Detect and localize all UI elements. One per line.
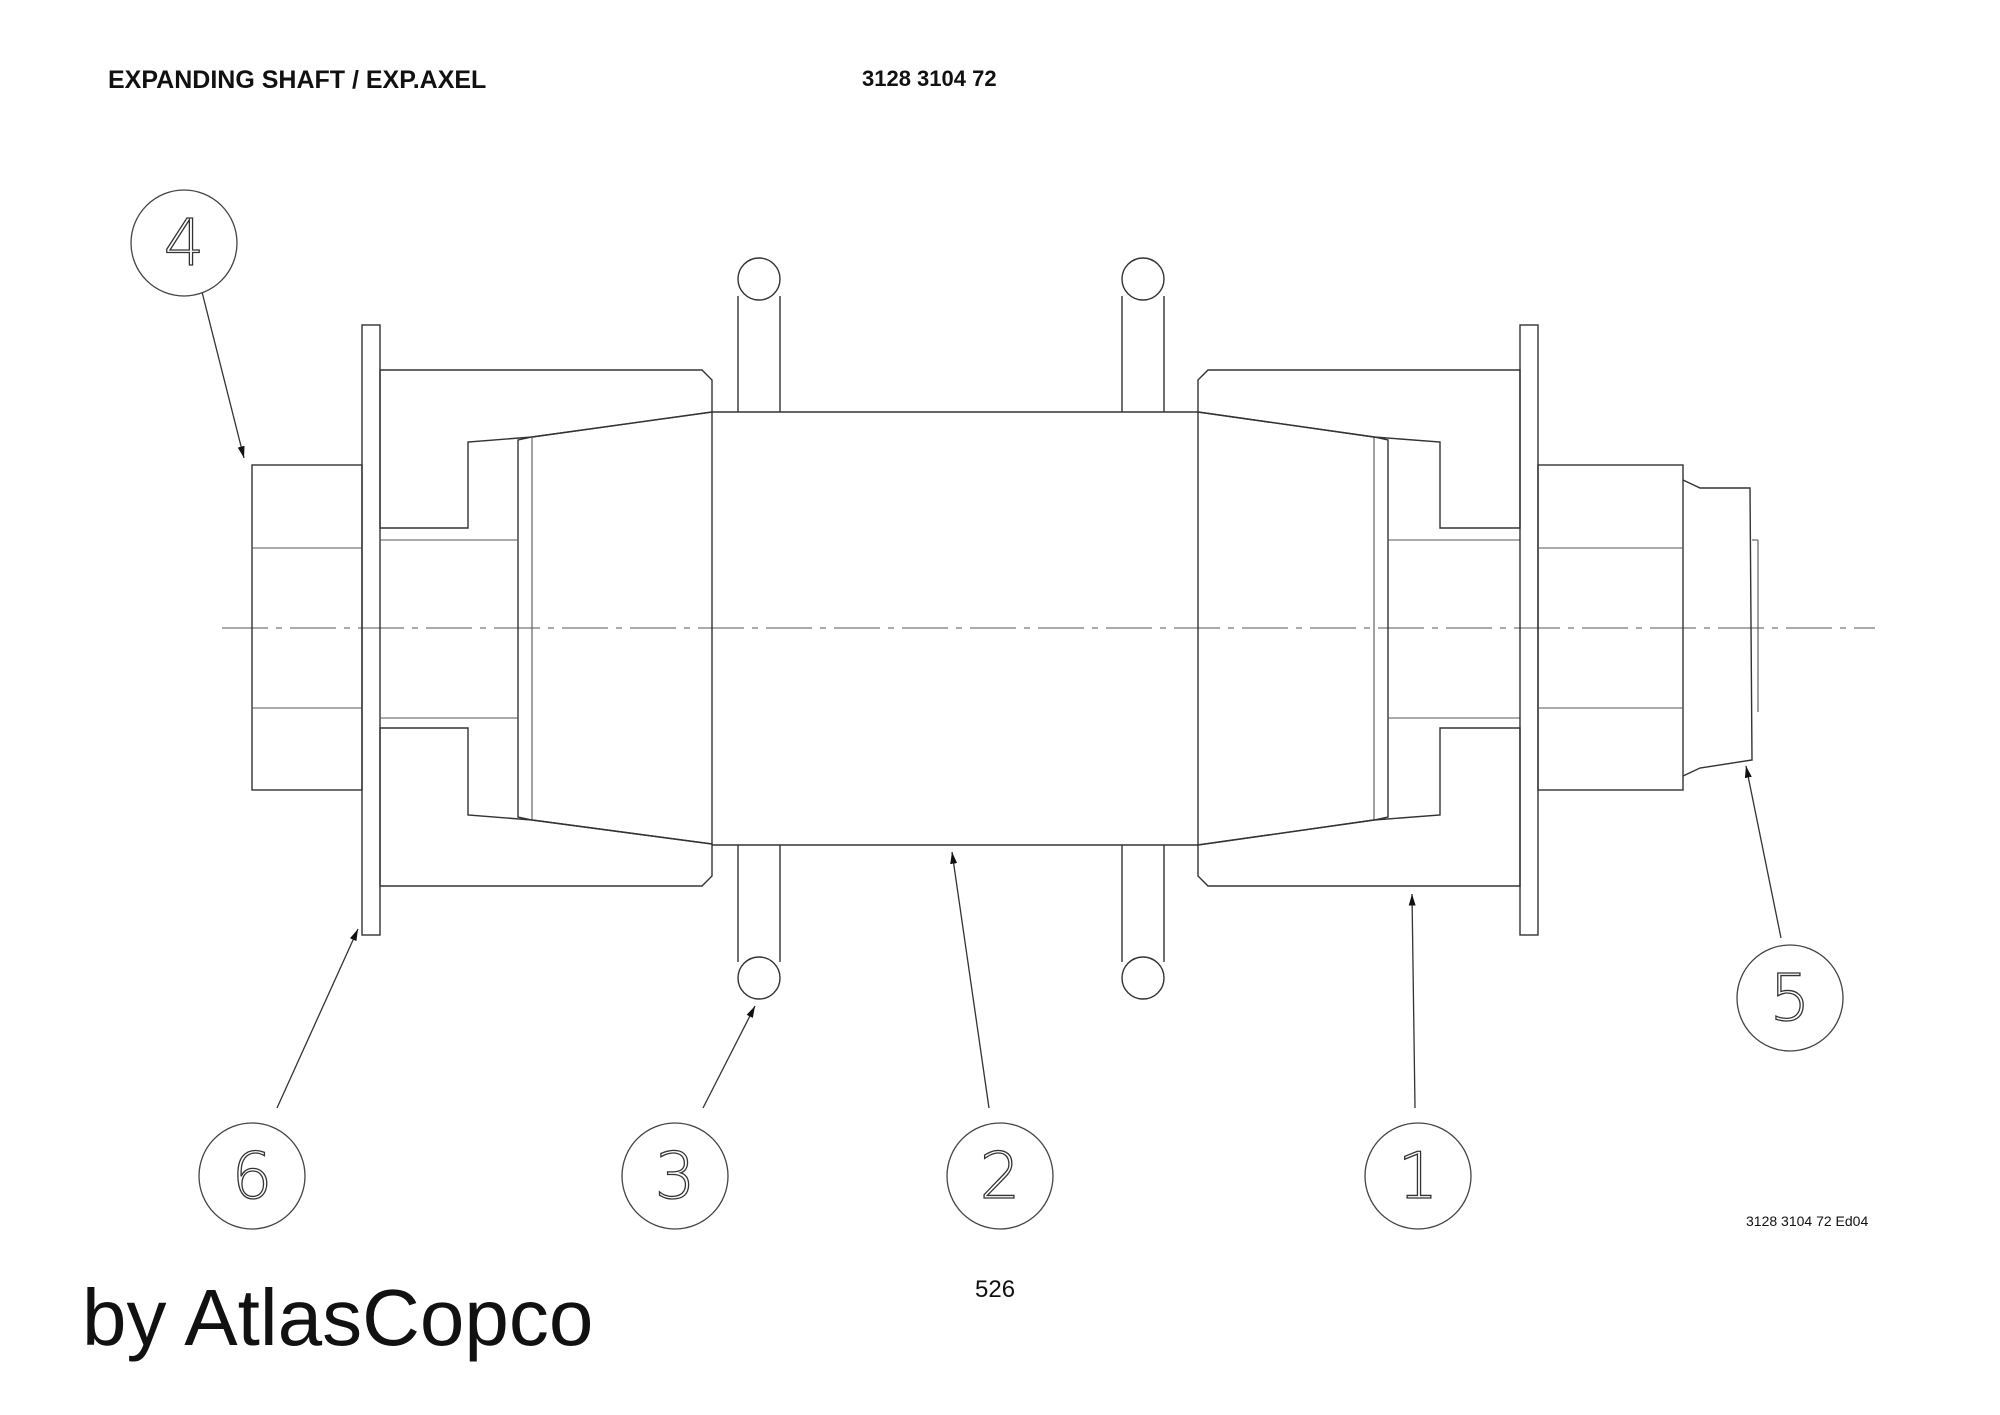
drawing-title: EXPANDING SHAFT / EXP.AXEL bbox=[108, 66, 487, 94]
central-shaft bbox=[712, 411, 1198, 846]
o-ring-right bbox=[1121, 257, 1165, 1000]
leader-1 bbox=[1408, 893, 1416, 1109]
left-flange bbox=[361, 324, 381, 936]
leader-lines bbox=[200, 287, 1782, 1109]
balloon-label-5: 5 bbox=[1770, 962, 1811, 1036]
balloon-6: 6 bbox=[198, 1122, 306, 1230]
balloon-label-4: 4 bbox=[164, 207, 205, 281]
leader-2 bbox=[950, 851, 990, 1109]
leader-4 bbox=[200, 287, 245, 459]
balloon-4: 4 bbox=[130, 189, 238, 297]
balloon-label-1: 1 bbox=[1398, 1140, 1439, 1214]
leader-3 bbox=[702, 1005, 756, 1109]
balloon-3: 3 bbox=[621, 1122, 729, 1230]
edition-code: 3128 3104 72 Ed04 bbox=[1746, 1213, 1869, 1229]
right-flange bbox=[1519, 324, 1539, 936]
part-number: 3128 3104 72 bbox=[862, 66, 997, 91]
balloon-label-6: 6 bbox=[232, 1140, 273, 1214]
balloon-1: 1 bbox=[1364, 1122, 1472, 1230]
balloon-label-3: 3 bbox=[655, 1140, 696, 1214]
o-ring-left bbox=[737, 257, 781, 1000]
right-nut bbox=[1537, 464, 1759, 791]
balloon-5: 5 bbox=[1736, 944, 1844, 1052]
left-cone bbox=[468, 411, 713, 845]
balloon-2: 2 bbox=[946, 1122, 1054, 1230]
balloon-label-2: 2 bbox=[980, 1140, 1021, 1214]
brand-watermark: by AtlasCopco bbox=[82, 1273, 594, 1362]
page-number: 526 bbox=[975, 1276, 1016, 1303]
leader-5 bbox=[1744, 765, 1782, 939]
leader-6 bbox=[276, 928, 359, 1109]
